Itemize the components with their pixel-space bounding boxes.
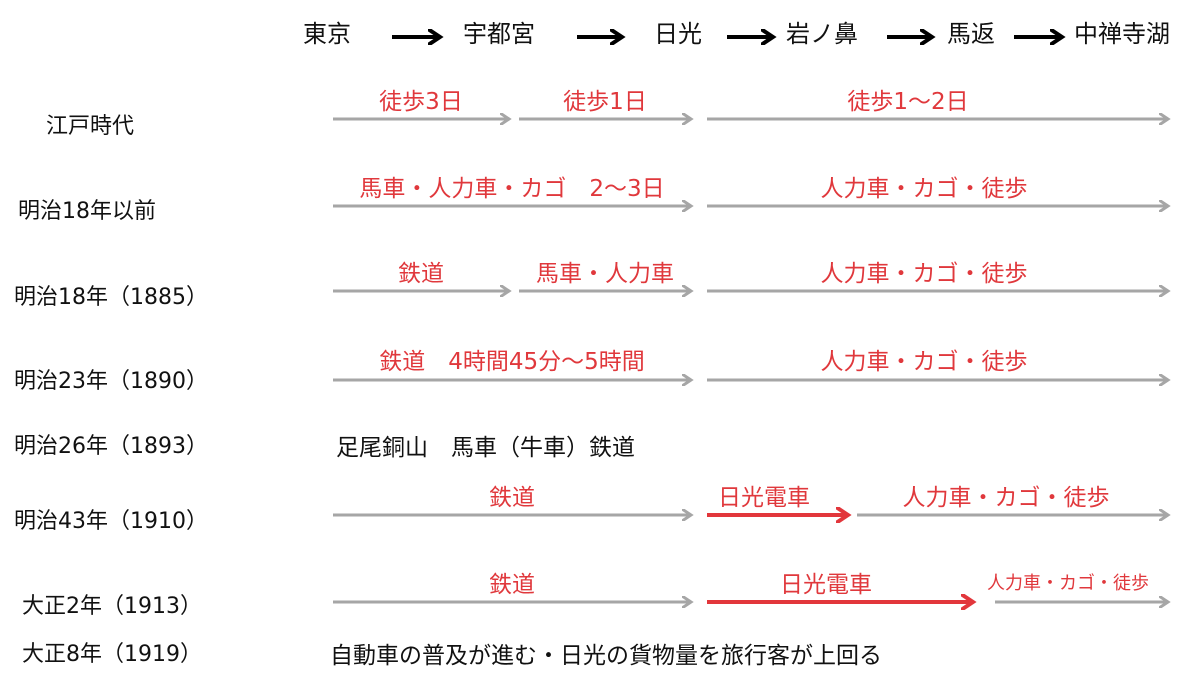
station-umagaeshi: 馬返 xyxy=(947,20,995,48)
segment-label-r2-s0: 鉄道 xyxy=(398,261,444,287)
station-chuzenji: 中禅寺湖 xyxy=(1074,20,1170,48)
segment-label-r3-s0: 鉄道 4時間45分～5時間 xyxy=(379,349,645,375)
era-meiji18-before: 明治18年以前 xyxy=(18,199,156,224)
station-tokyo: 東京 xyxy=(303,20,351,48)
era-taisho2: 大正2年（1913） xyxy=(22,594,202,619)
segment-label-r2-s2: 人力車・カゴ・徒歩 xyxy=(820,261,1028,287)
era-meiji18: 明治18年（1885） xyxy=(14,285,208,310)
segment-label-r0-s0: 徒歩3日 xyxy=(379,89,463,115)
segment-label-r6-s1: 日光電車 xyxy=(780,572,872,598)
segment-label-r5-s1: 日光電車 xyxy=(718,485,810,511)
era-meiji43: 明治43年（1910） xyxy=(14,509,208,534)
era-taisho8: 大正8年（1919） xyxy=(22,642,202,667)
segment-label-r6-s0: 鉄道 xyxy=(489,572,535,598)
segment-label-r5-s0: 鉄道 xyxy=(489,485,535,511)
segment-label-r5-s2: 人力車・カゴ・徒歩 xyxy=(902,485,1110,511)
note-automobile: 自動車の普及が進む・日光の貨物量を旅行客が上回る xyxy=(330,643,882,669)
segment-label-r1-s1: 人力車・カゴ・徒歩 xyxy=(820,176,1028,202)
segment-label-r6-s2: 人力車・カゴ・徒歩 xyxy=(987,573,1149,594)
station-utsunomiya: 宇都宮 xyxy=(463,20,535,48)
segment-label-r1-s0: 馬車・人力車・カゴ 2～3日 xyxy=(359,176,665,202)
era-edo: 江戸時代 xyxy=(46,114,135,139)
era-meiji23: 明治23年（1890） xyxy=(14,369,208,394)
segment-label-r0-s2: 徒歩1～2日 xyxy=(847,89,969,115)
segment-label-r0-s1: 徒歩1日 xyxy=(563,89,647,115)
station-iwanohana: 岩ノ鼻 xyxy=(786,20,858,48)
era-meiji26: 明治26年（1893） xyxy=(14,434,208,459)
segment-label-r3-s1: 人力車・カゴ・徒歩 xyxy=(820,349,1028,375)
note-ashio: 足尾銅山 馬車（牛車）鉄道 xyxy=(336,435,635,461)
segment-label-r2-s1: 馬車・人力車 xyxy=(536,261,674,287)
station-nikko: 日光 xyxy=(654,20,702,48)
